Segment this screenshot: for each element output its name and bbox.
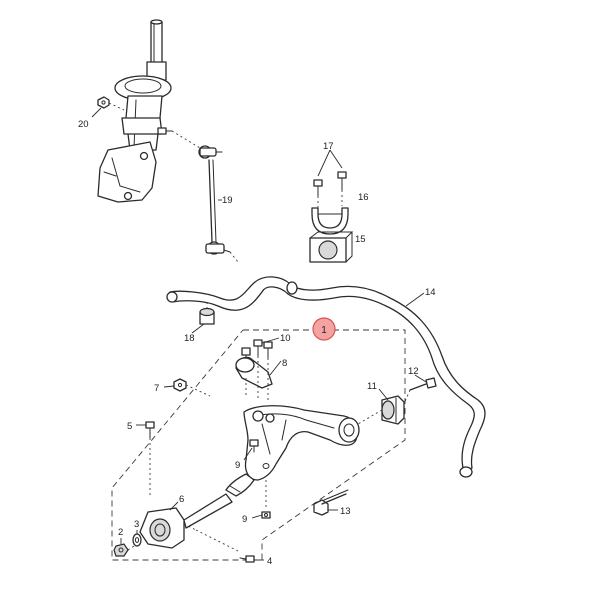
strut-assembly [97, 19, 173, 203]
callout-19: 19 [222, 195, 233, 206]
item-1-marker[interactable]: 1 [312, 317, 336, 341]
callout-1[interactable]: 1 [321, 325, 327, 336]
callout-9-lower: 9 [242, 514, 247, 525]
callout-3: 3 [134, 519, 139, 530]
bolt-9-upper [243, 439, 259, 461]
bushing-18 [191, 302, 215, 334]
callout-5: 5 [127, 421, 132, 432]
lower-control-arm [225, 405, 360, 497]
rear-bushing-6 [139, 493, 233, 549]
callout-12: 12 [408, 366, 419, 377]
callout-11: 11 [367, 381, 377, 392]
stabilizer-bar-14 [166, 276, 486, 478]
callout-18: 18 [184, 333, 195, 344]
callout-8: 8 [282, 358, 287, 369]
bushing-15 [309, 231, 354, 263]
nut-20 [91, 96, 125, 118]
callout-13: 13 [340, 506, 351, 517]
item-1-highlight-circle[interactable] [312, 317, 336, 341]
callout-20: 20 [78, 119, 89, 130]
ball-joint-8 [235, 347, 282, 398]
callout-7: 7 [154, 383, 159, 394]
callout-2: 2 [118, 527, 123, 538]
bolt-9-lower [251, 480, 271, 519]
stabilizer-link-19 [171, 130, 239, 263]
callout-6: 6 [179, 494, 184, 505]
bolts-10 [253, 337, 280, 402]
nut-2 [113, 538, 135, 557]
callout-4: 4 [267, 556, 272, 567]
washer-3 [132, 530, 142, 547]
bushing-clamp-16 [311, 207, 349, 235]
callout-9-upper: 9 [235, 460, 240, 471]
callout-labels: 20 19 17 16 15 14 18 10 8 7 12 11 5 9 6 … [78, 119, 436, 567]
callout-17: 17 [323, 141, 334, 152]
bolts-17 [313, 149, 347, 210]
bolt-4 [195, 529, 264, 563]
bolt-5 [136, 421, 155, 498]
callout-14: 14 [425, 287, 436, 298]
nut-7 [163, 378, 211, 397]
callout-15: 15 [355, 234, 366, 245]
callout-16: 16 [358, 192, 369, 203]
bolt-12 [403, 374, 437, 405]
control-arm-assembly-outline [111, 329, 406, 561]
callout-10: 10 [280, 333, 291, 344]
bushing-11 [357, 388, 405, 425]
bolt-13 [313, 489, 349, 516]
